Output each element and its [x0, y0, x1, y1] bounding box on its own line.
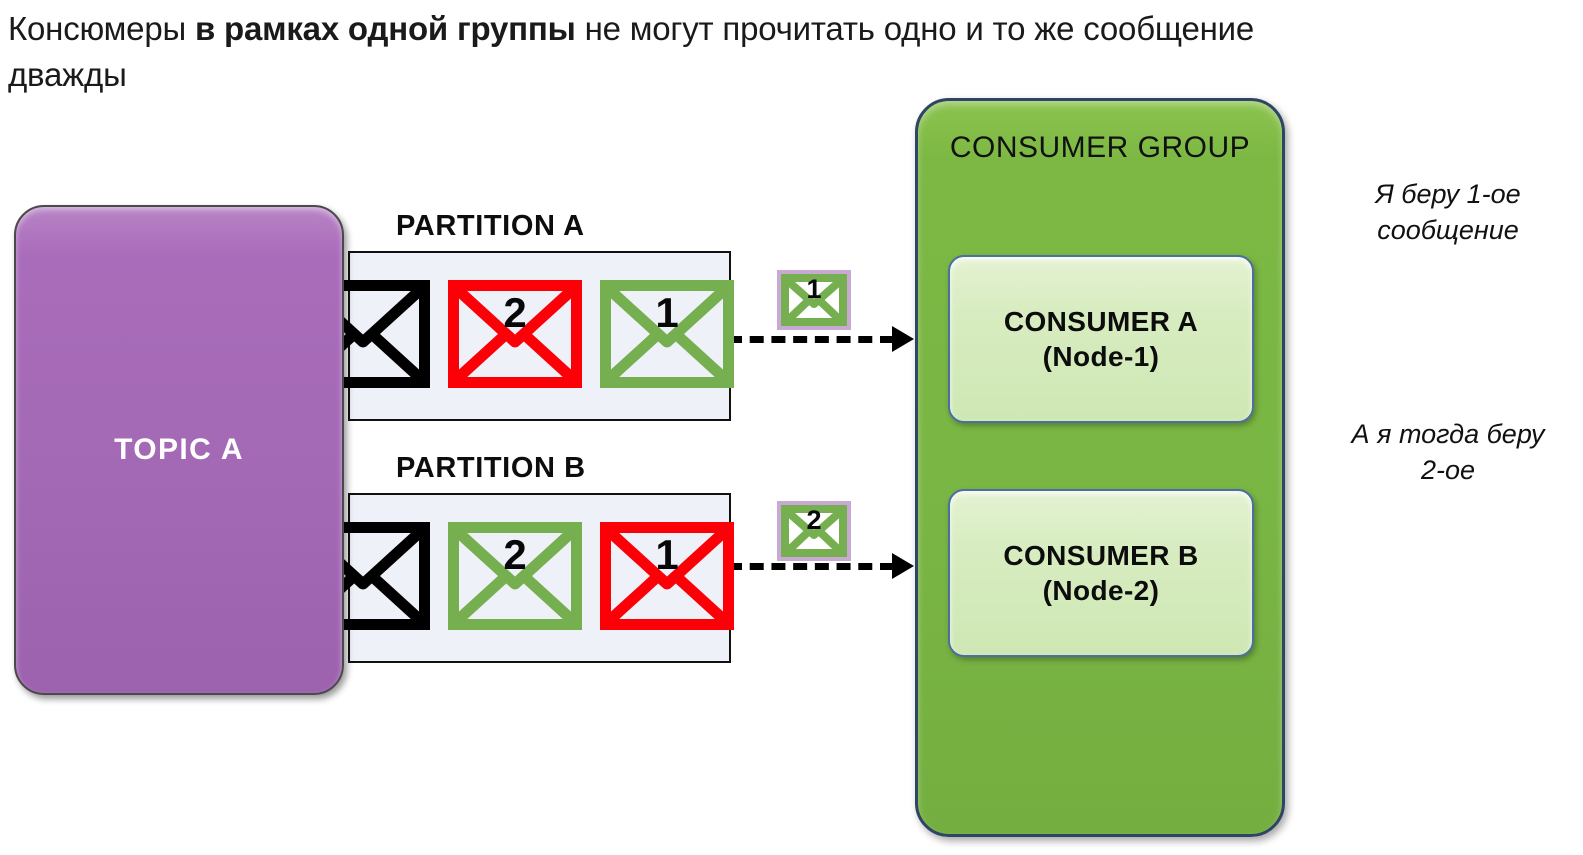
envelope-icon-flow-1[interactable]: 1 [777, 270, 851, 330]
consumer-b-name: CONSUMER B [1003, 540, 1199, 571]
annotation-b-line2: 2-ое [1420, 455, 1476, 485]
envelope-lines [607, 528, 727, 624]
page-title: Консюмеры в рамках одной группы не могут… [8, 6, 1308, 98]
envelope-number: 1 [655, 289, 679, 336]
topic-a-box[interactable]: TOPIC A [14, 205, 344, 695]
consumer-a-box[interactable]: CONSUMER A (Node-1) [948, 255, 1254, 423]
title-prefix: Консюмеры [8, 10, 195, 47]
envelope-number: 2 [806, 505, 822, 535]
envelope-outer-frame [777, 270, 851, 330]
annotation-a-line1: Я беру 1-ое [1375, 179, 1521, 209]
title-bold: в рамках одной группы [194, 10, 576, 47]
envelope-number: 1 [655, 531, 679, 578]
partition-b-label: PARTITION B [396, 452, 586, 484]
flow-arrow-a [728, 326, 923, 352]
envelope-number: 2 [503, 531, 527, 578]
dashed-line [728, 563, 894, 570]
arrow-head [892, 326, 914, 352]
envelope-lines [607, 286, 727, 382]
dashed-line [728, 336, 894, 343]
partition-a-label: PARTITION A [396, 210, 585, 242]
envelope-number: 1 [806, 274, 822, 304]
partition-b-messages: 2 1 [296, 493, 735, 659]
envelope-icon-1-green-a[interactable]: 1 [600, 280, 734, 388]
annotation-b-line1: А я тогда беру [1351, 419, 1545, 449]
consumer-group-title: CONSUMER GROUP [949, 131, 1251, 164]
envelope-lines [786, 509, 842, 553]
envelope-icon-2-green-b[interactable]: 2 [448, 522, 582, 630]
title-suffix: не могут прочитать одно и то же сообщени… [8, 10, 1255, 93]
annotation-consumer-a: Я беру 1-ое сообщение [1318, 176, 1578, 248]
envelope-icon-2-red-a[interactable]: 2 [448, 280, 582, 388]
consumer-a-name: CONSUMER A [1003, 306, 1199, 337]
partition-a-messages: 2 1 [296, 251, 735, 417]
envelope-outer-frame [777, 501, 851, 561]
topic-a-label: TOPIC A [114, 433, 244, 466]
arrow-head [892, 553, 914, 579]
consumer-group-box[interactable]: CONSUMER GROUP CONSUMER A (Node-1) CONSU… [915, 98, 1285, 837]
envelope-lines [455, 286, 575, 382]
consumer-b-node: (Node-2) [1042, 575, 1160, 606]
annotation-a-line2: сообщение [1377, 215, 1519, 245]
consumer-b-box[interactable]: CONSUMER B (Node-2) [948, 489, 1254, 657]
envelope-lines [786, 278, 842, 322]
envelope-icon-flow-2[interactable]: 2 [777, 501, 851, 561]
flow-arrow-b [728, 553, 923, 579]
envelope-icon-1-red-b[interactable]: 1 [600, 522, 734, 630]
envelope-lines [455, 528, 575, 624]
envelope-number: 2 [503, 289, 527, 336]
annotation-consumer-b: А я тогда беру 2-ое [1318, 416, 1578, 488]
consumer-a-node: (Node-1) [1042, 341, 1160, 372]
